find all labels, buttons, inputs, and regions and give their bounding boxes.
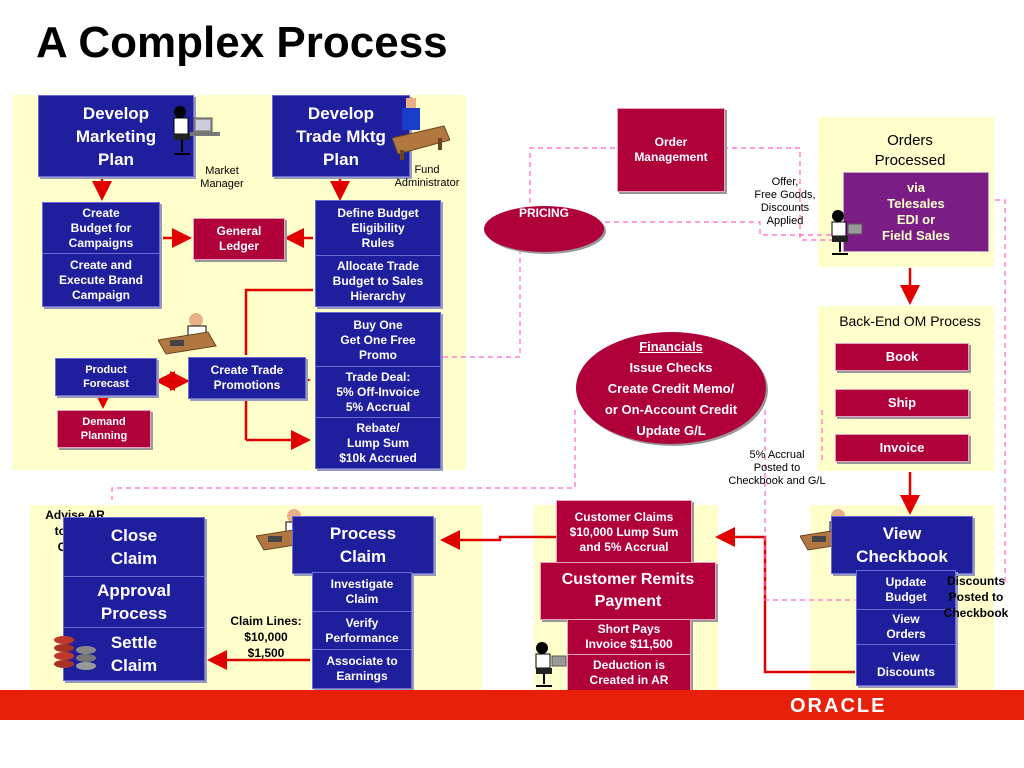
process-claim-box[interactable]: Process Claim xyxy=(292,516,434,574)
create-trade-promotions-box[interactable]: Create Trade Promotions xyxy=(188,357,306,399)
pricing-ellipse[interactable]: PRICING xyxy=(484,206,604,252)
demand-planning-box[interactable]: Demand Planning xyxy=(57,410,151,448)
via-channels-box[interactable]: via Telesales EDI or Field Sales xyxy=(843,172,989,252)
view-discounts-box[interactable]: View Discounts xyxy=(856,644,956,686)
order-management-box[interactable]: Order Management xyxy=(617,108,725,192)
coins-icon xyxy=(54,636,96,670)
buy-one-box[interactable]: Buy One Get One Free Promo xyxy=(315,312,441,368)
create-budget-box[interactable]: Create Budget for Campaigns xyxy=(42,202,160,254)
view-checkbook-box[interactable]: View Checkbook xyxy=(831,516,973,574)
approval-process-box[interactable]: Approval Process xyxy=(63,576,205,628)
customer-remits-box[interactable]: Customer Remits Payment xyxy=(540,562,716,620)
financials-update-gl: Update G/L xyxy=(636,422,706,438)
account-manager-label: Account Manager xyxy=(108,320,152,345)
financials-ellipse[interactable]: Financials Issue Checks Create Credit Me… xyxy=(576,332,766,444)
view-orders-box[interactable]: View Orders xyxy=(856,609,956,645)
financials-issue-checks: Issue Checks xyxy=(629,359,713,375)
rebate-box[interactable]: Rebate/ Lump Sum $10k Accrued xyxy=(315,417,441,469)
order-clerk-icon xyxy=(831,210,863,255)
close-claim-box[interactable]: Close Claim xyxy=(63,517,205,577)
define-budget-box[interactable]: Define Budget Eligibility Rules xyxy=(315,200,441,256)
book-box[interactable]: Book xyxy=(835,343,969,371)
customer-clerk-icon xyxy=(535,642,567,687)
fund-administrator-label: Fund Administrator xyxy=(394,164,460,189)
invoice-box[interactable]: Invoice xyxy=(835,434,969,462)
associate-earnings-box[interactable]: Associate to Earnings xyxy=(312,649,412,689)
orders-processed-title: Orders Processed xyxy=(874,132,946,169)
backend-title: Back-End OM Process xyxy=(839,313,981,329)
allocate-trade-box[interactable]: Allocate Trade Budget to Sales Hierarchy xyxy=(315,255,441,307)
settle-claim-box[interactable]: Settle Claim xyxy=(63,627,205,681)
financials-title: Financials xyxy=(639,338,703,354)
verify-performance-box[interactable]: Verify Performance xyxy=(312,611,412,651)
footer-bar xyxy=(0,690,1024,720)
fund-administrator-icon xyxy=(392,98,450,160)
trade-deal-box[interactable]: Trade Deal: 5% Off-Invoice 5% Accrual xyxy=(315,366,441,418)
ship-box[interactable]: Ship xyxy=(835,389,969,417)
offer-label: Offer, Free Goods, Discounts Applied xyxy=(754,176,816,227)
general-ledger-box[interactable]: General Ledger xyxy=(193,218,285,260)
page-title: A Complex Process xyxy=(36,18,448,67)
discounts-posted-label: Discounts Posted to Checkbook xyxy=(943,574,1009,620)
financials-credit-memo: Create Credit Memo/ xyxy=(607,380,735,396)
product-forecast-box[interactable]: Product Forecast xyxy=(55,358,157,396)
create-execute-box[interactable]: Create and Execute Brand Campaign xyxy=(42,253,160,307)
accrual-label: 5% Accrual Posted to Checkbook and G/L xyxy=(728,449,826,487)
deduction-box[interactable]: Deduction is Created in AR xyxy=(567,654,691,692)
customer-claims-box[interactable]: Customer Claims $10,000 Lump Sum and 5% … xyxy=(556,500,692,564)
claim-lines-label: Claim Lines: $10,000 $1,500 xyxy=(230,614,302,660)
develop-trade-plan[interactable]: Develop Trade Mktg Plan xyxy=(272,95,410,177)
market-manager-label: Market Manager xyxy=(200,165,244,190)
short-pays-box[interactable]: Short Pays Invoice $11,500 xyxy=(567,619,691,655)
oracle-logo: ORACLE xyxy=(790,694,887,717)
develop-marketing-plan[interactable]: Develop Marketing Plan xyxy=(38,95,194,177)
account-manager-icon xyxy=(158,313,217,355)
market-manager-icon xyxy=(173,106,220,155)
investigate-claim-box[interactable]: Investigate Claim xyxy=(312,572,412,612)
financials-on-account: or On-Account Credit xyxy=(604,401,738,417)
